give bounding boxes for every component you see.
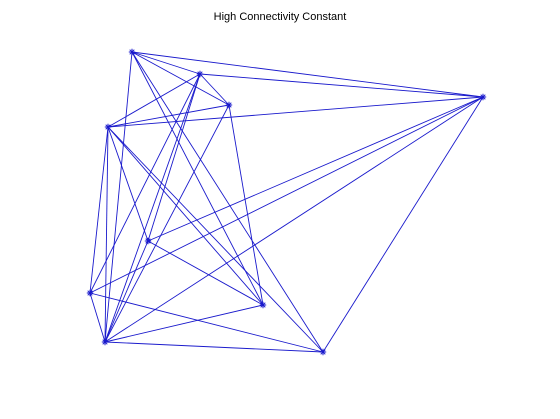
edge-G-I <box>89 292 106 343</box>
node-J <box>319 348 327 356</box>
edge-I-J <box>104 341 324 353</box>
edge-B-I <box>104 73 201 343</box>
edge-E-G <box>89 126 109 294</box>
edge-A-H <box>131 51 264 306</box>
edge-D-G <box>89 96 484 294</box>
edge-A-D <box>131 51 484 98</box>
edge-D-F <box>147 96 484 242</box>
edge-A-C <box>131 51 230 106</box>
node-E <box>104 123 112 131</box>
edge-A-B <box>131 51 201 75</box>
edge-B-G <box>89 73 201 294</box>
node-H <box>259 301 267 309</box>
node-G <box>86 289 94 297</box>
edge-B-C <box>199 73 230 106</box>
edge-C-E <box>107 104 230 128</box>
edge-E-J <box>107 126 324 353</box>
edge-E-F <box>107 126 149 242</box>
edge-A-I <box>104 51 133 343</box>
node-D <box>479 93 487 101</box>
node-I <box>101 338 109 346</box>
edge-F-H <box>147 240 264 306</box>
edge-B-E <box>107 73 201 128</box>
edge-D-J <box>322 96 484 353</box>
edge-B-F <box>147 73 201 242</box>
edge-F-I <box>104 240 149 343</box>
nodes-layer <box>86 48 487 356</box>
node-C <box>225 101 233 109</box>
edge-E-I <box>104 126 109 343</box>
edge-C-H <box>228 104 264 306</box>
edge-D-I <box>104 96 484 343</box>
chart-title: High Connectivity Constant <box>213 11 347 23</box>
node-A <box>128 48 136 56</box>
edge-E-H <box>107 126 264 306</box>
edge-H-I <box>104 304 264 343</box>
edges-layer <box>89 51 484 353</box>
edge-C-I <box>104 104 230 343</box>
node-F <box>144 237 152 245</box>
node-B <box>196 70 204 78</box>
edge-B-D <box>199 73 484 98</box>
edge-D-E <box>107 96 484 128</box>
edge-G-J <box>89 292 324 353</box>
edge-A-J <box>131 51 324 353</box>
